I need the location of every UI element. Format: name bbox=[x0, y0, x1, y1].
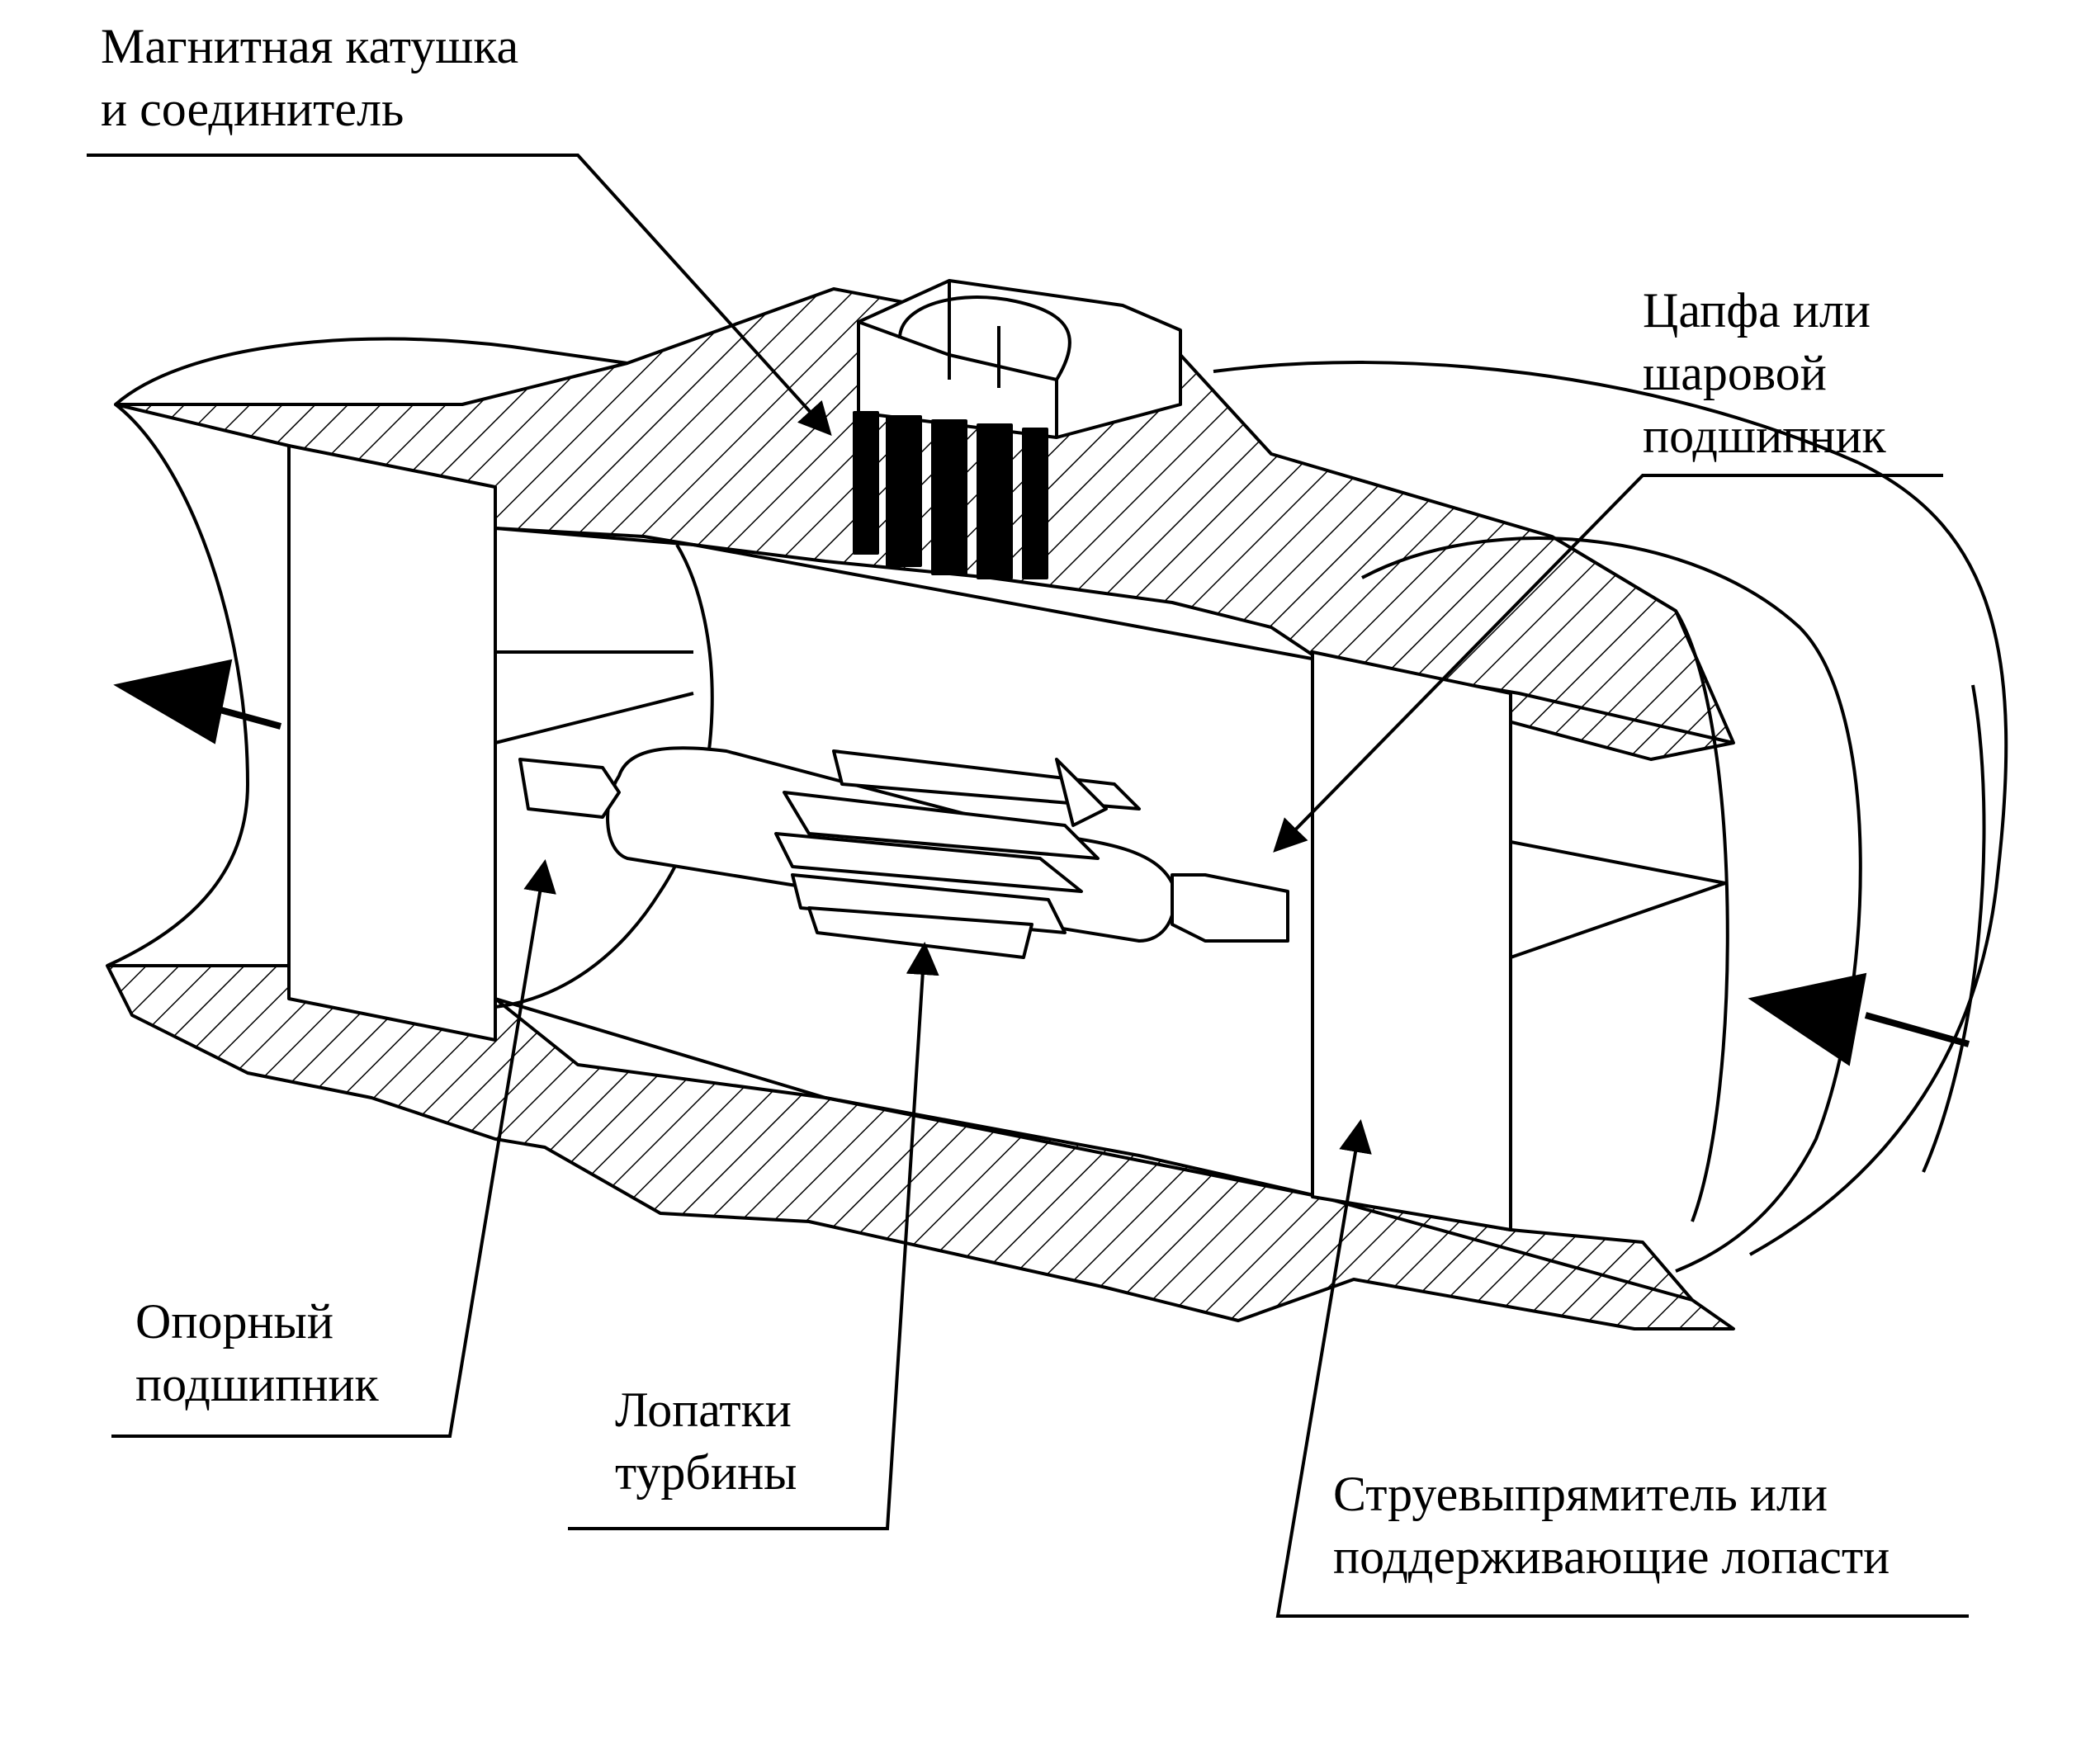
label-pivot-bearing-line-1: Цапфа или bbox=[1643, 283, 1871, 338]
label-turbine-blades-line-1: Лопатки bbox=[615, 1383, 792, 1437]
label-pivot-bearing-line-3: подшипник bbox=[1643, 409, 1886, 463]
label-pivot-bearing-line-2: шаровой bbox=[1643, 346, 1827, 400]
support-leader bbox=[111, 859, 556, 1438]
outlet-straightener-vane bbox=[287, 444, 497, 1042]
inlet-bore-curve bbox=[1674, 609, 1729, 1222]
pivot-leader bbox=[1273, 474, 1943, 853]
label-magnetic-coil-line-1: Магнитная катушка bbox=[101, 19, 519, 73]
bottom-wall-inner-edge bbox=[494, 997, 1693, 1302]
label-flow-straightener-line-2: поддерживающие лопасти bbox=[1333, 1529, 1890, 1584]
label-turbine-blades-line-2: турбины bbox=[615, 1445, 797, 1500]
inlet-straightener-plate bbox=[1510, 840, 1727, 959]
label-magnetic-coil-line-2: и соединитель bbox=[101, 82, 404, 136]
rotor-shaft-left bbox=[518, 758, 621, 819]
label-flow-straightener-line-1: Струевыпрямитель или bbox=[1333, 1467, 1828, 1521]
outlet-bore-curve bbox=[494, 543, 714, 1009]
coil-housing-top bbox=[857, 279, 1182, 439]
outer-shell-inlet-end bbox=[1213, 361, 2008, 1256]
inlet-straightener-vane bbox=[1311, 650, 1512, 1231]
outlet-flow-arrow-head bbox=[113, 659, 233, 744]
outlet-opening bbox=[106, 403, 249, 967]
coil-leader bbox=[87, 154, 832, 436]
label-magnetic-coil: Магнитная катушка и соединитель bbox=[101, 15, 518, 140]
label-support-bearing-line-2: подшипник bbox=[135, 1357, 379, 1411]
inlet-flow-arrow-shaft bbox=[1864, 1012, 1970, 1047]
coil-housing-front bbox=[857, 281, 1058, 437]
flow-arrows bbox=[113, 659, 1970, 1066]
blades-leader bbox=[568, 942, 939, 1530]
label-support-bearing-line-1: Опорный bbox=[135, 1294, 333, 1349]
label-pivot-bearing: Цапфа или шаровой подшипник bbox=[1643, 279, 1886, 467]
label-flow-straightener: Струевыпрямитель или поддерживающие лопа… bbox=[1333, 1463, 1890, 1588]
inner-rim-inlet-2 bbox=[1922, 684, 1986, 1173]
outer-shell-outlet-end bbox=[114, 337, 628, 406]
label-turbine-blades: Лопатки турбины bbox=[615, 1378, 797, 1504]
coil-socket bbox=[898, 295, 1071, 381]
outlet-bore-line bbox=[494, 650, 694, 744]
straightener-leader bbox=[1275, 1119, 1969, 1618]
rotor-shaft-right bbox=[1171, 873, 1289, 943]
label-support-bearing: Опорный подшипник bbox=[135, 1290, 379, 1416]
coil-windings bbox=[853, 411, 1048, 579]
inlet-flow-arrow-head bbox=[1748, 972, 1867, 1066]
inner-rim-inlet bbox=[1361, 536, 1862, 1273]
turbine-blades bbox=[774, 749, 1141, 959]
